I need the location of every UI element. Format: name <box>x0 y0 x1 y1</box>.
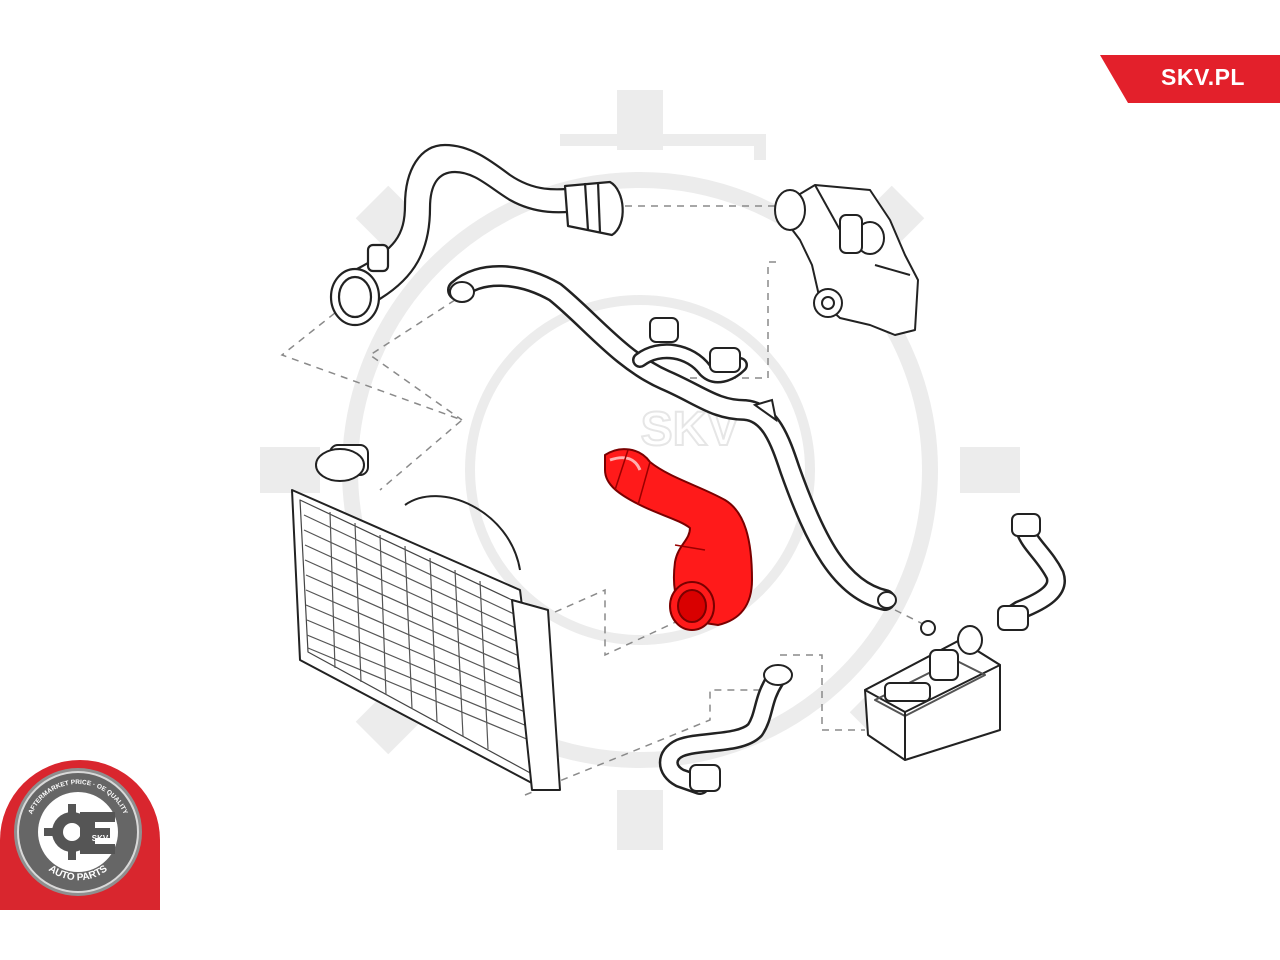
highlighted-coolant-hose <box>604 448 753 631</box>
oil-cooler <box>864 625 1001 761</box>
pipe-fittings <box>449 281 936 636</box>
site-label: SKV.PL <box>1161 64 1245 90</box>
small-return-hose <box>658 670 785 795</box>
skv-seal-logo: SKV AFTERMARKET PRICE · OE QUALITY AUTO … <box>0 760 160 910</box>
thermostat-housing <box>774 184 919 336</box>
brand-tab <box>1100 55 1280 103</box>
radiator <box>291 444 561 791</box>
upper-radiator-hose <box>329 143 624 327</box>
expansion-hose <box>998 520 1066 628</box>
expansion-hose-fittings <box>997 513 1041 631</box>
seal-center-text: SKV <box>92 834 109 843</box>
small-hose-fittings <box>689 664 793 792</box>
